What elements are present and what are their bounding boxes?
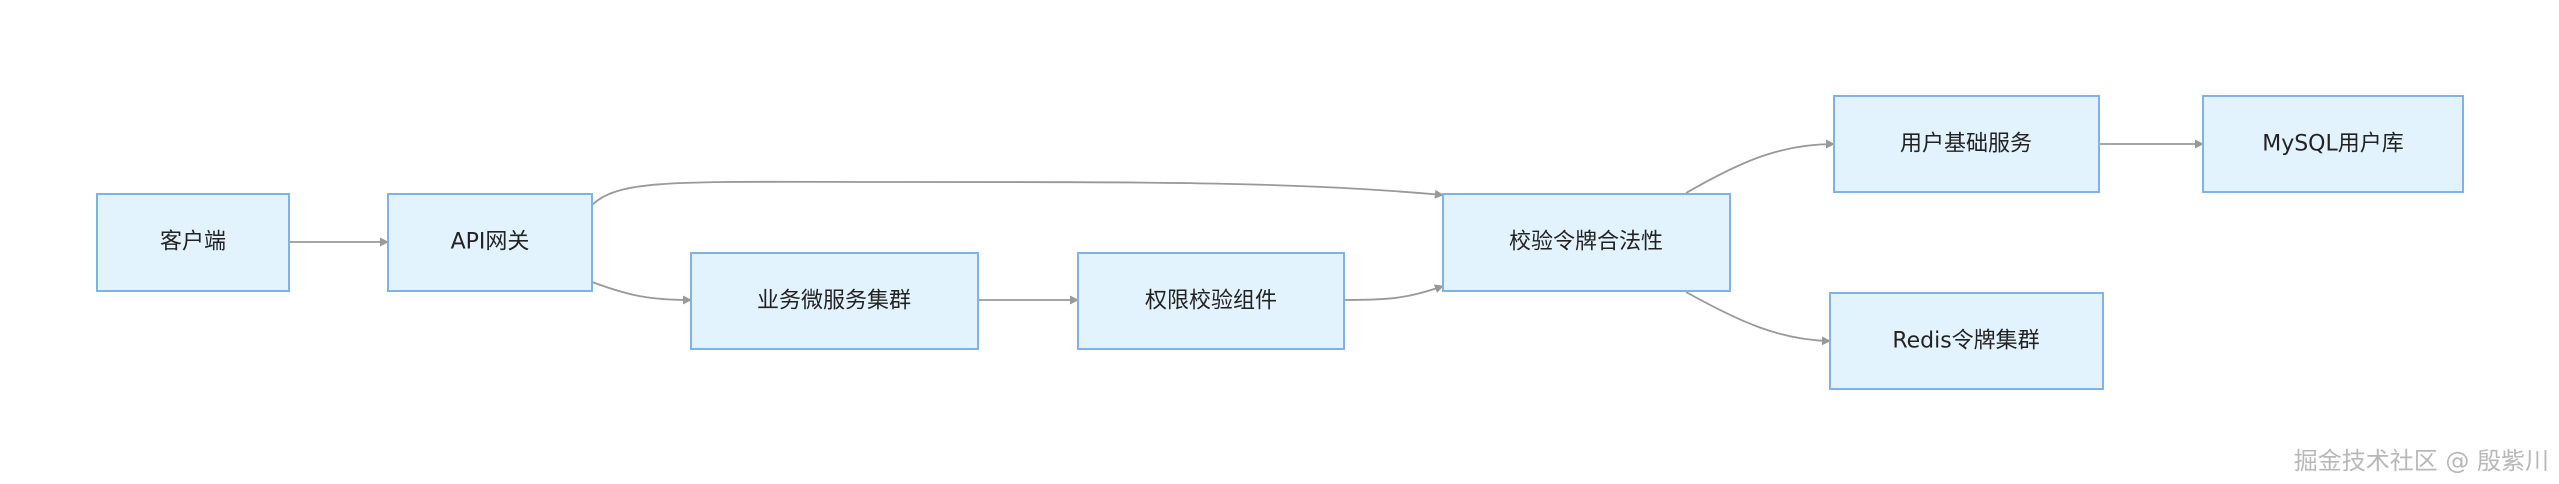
edge-api-gateway-to-biz-cluster: [591, 281, 692, 305]
node-label: 用户基础服务: [1900, 132, 2032, 157]
node-label: 客户端: [160, 230, 226, 255]
node-client[interactable]: 客户端: [96, 193, 290, 292]
edge-auth-component-to-token-validate: [1343, 284, 1444, 301]
node-label: API网关: [451, 230, 530, 255]
node-redis[interactable]: Redis令牌集群: [1829, 292, 2104, 390]
node-label: Redis令牌集群: [1892, 329, 2039, 354]
node-user-service[interactable]: 用户基础服务: [1833, 95, 2100, 193]
node-mysql[interactable]: MySQL用户库: [2202, 95, 2464, 193]
node-label: 校验令牌合法性: [1509, 230, 1663, 255]
node-label: 业务微服务集群: [757, 289, 911, 314]
node-label: 权限校验组件: [1145, 289, 1277, 314]
node-api-gateway[interactable]: API网关: [387, 193, 593, 292]
node-token-validate[interactable]: 校验令牌合法性: [1442, 193, 1731, 292]
edge-token-validate-to-redis: [1685, 291, 1831, 346]
node-auth-component[interactable]: 权限校验组件: [1077, 252, 1345, 350]
node-label: MySQL用户库: [2262, 132, 2404, 157]
edge-token-validate-to-user-service: [1685, 139, 1835, 194]
watermark: 掘金技术社区 @ 殷紫川: [2293, 447, 2549, 475]
node-biz-cluster[interactable]: 业务微服务集群: [690, 252, 979, 350]
edge-api-gateway-to-token-validate: [591, 180, 1444, 206]
edges: [289, 139, 2204, 346]
